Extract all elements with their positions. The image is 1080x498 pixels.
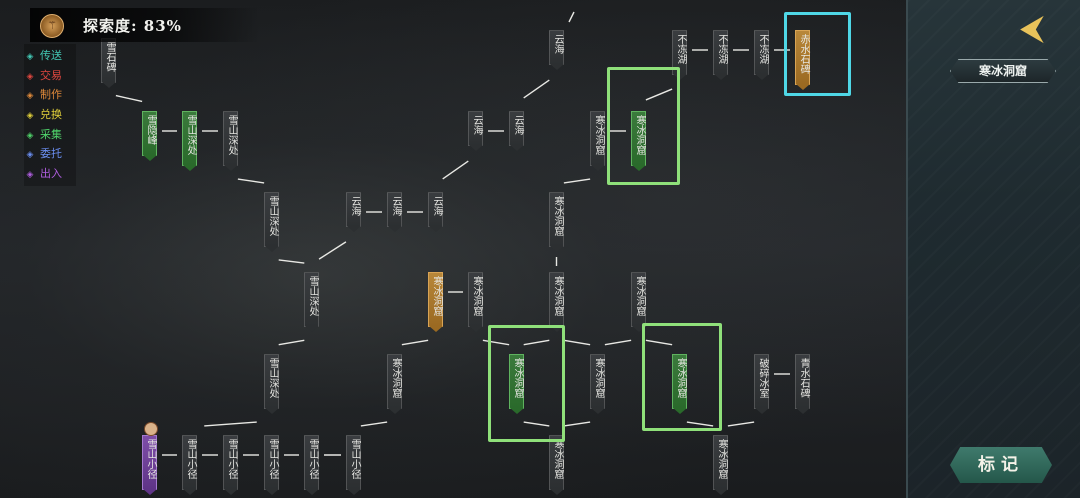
legend-item[interactable]: ◈ 传送	[24, 46, 76, 66]
legend-label: 采集	[40, 127, 62, 141]
map-node[interactable]: 云海	[509, 111, 524, 151]
legend-item[interactable]: ◈ 交易	[24, 66, 76, 86]
map-node[interactable]: 雪山深处	[223, 111, 238, 171]
map-node[interactable]: 寒冰洞窟	[590, 354, 605, 414]
map-view[interactable]: 雪石碑雪隐峰雪山深处雪山深处雪山深处云海云海云海雪山深处雪山深处雪山小径雪山小径…	[0, 0, 906, 498]
legend-diamond-icon: ◈	[26, 91, 34, 102]
legend-item[interactable]: ◈ 采集	[24, 125, 76, 145]
header-bar	[30, 8, 260, 42]
path-line	[563, 178, 591, 184]
map-node[interactable]: 寒冰洞窟	[509, 354, 524, 414]
map-node[interactable]: 寒冰洞窟	[590, 111, 605, 171]
map-node[interactable]: 寒冰洞窟	[713, 435, 728, 495]
legend-diamond-icon: ◈	[26, 130, 34, 141]
legend-diamond-icon: ◈	[26, 52, 34, 62]
highlight-frame	[642, 323, 722, 431]
legend-diamond-icon: ◈	[26, 170, 34, 181]
legend-label: 兑换	[40, 108, 62, 122]
legend-diamond-icon: ◈	[26, 111, 34, 122]
path-line	[237, 178, 265, 184]
path-line	[401, 339, 429, 346]
path-line	[360, 421, 388, 427]
path-line	[727, 421, 755, 427]
path-line	[523, 421, 550, 427]
back-button[interactable]: ⮜	[1019, 8, 1045, 48]
map-node[interactable]: 寒冰洞窟	[549, 272, 564, 332]
map-node[interactable]: 寒冰洞窟	[428, 272, 443, 332]
map-node[interactable]: 雪山小径	[182, 435, 197, 495]
exploration-progress: 探索度: 83%	[83, 17, 182, 35]
path-line	[604, 339, 632, 346]
map-node[interactable]: 寒冰洞窟	[549, 435, 564, 495]
map-node[interactable]: 雪山小径	[223, 435, 238, 495]
map-node[interactable]: 雪山小径	[346, 435, 361, 495]
map-node[interactable]: 雪山深处	[182, 111, 197, 171]
legend-label: 交易	[40, 68, 62, 82]
path-line	[442, 160, 469, 180]
map-node[interactable]: 云海	[428, 192, 443, 232]
map-connections	[115, 11, 790, 456]
location-name-plate: 寒冰洞窟	[950, 59, 1056, 83]
map-node[interactable]: 寒冰洞窟	[631, 111, 646, 171]
compass-icon[interactable]: ⚚	[40, 14, 64, 38]
map-node[interactable]: 寒冰洞窟	[672, 354, 687, 414]
map-node[interactable]: 雪山深处	[264, 354, 279, 414]
legend-label: 委托	[40, 147, 62, 161]
path-line	[204, 421, 257, 427]
path-line	[645, 339, 673, 346]
map-node[interactable]: 破碎冰室	[754, 354, 769, 414]
mark-button[interactable]: 标记	[950, 447, 1052, 483]
highlight-frame	[784, 12, 851, 96]
map-node[interactable]: 雪山小径	[264, 435, 279, 495]
highlight-frame	[607, 67, 680, 185]
path-line	[523, 339, 550, 346]
legend-label: 传送	[40, 49, 62, 62]
player-avatar-icon	[144, 422, 158, 436]
legend-label: 制作	[40, 88, 62, 102]
map-node[interactable]: 雪山小径	[142, 435, 157, 495]
path-line	[318, 241, 347, 260]
path-line	[568, 11, 575, 23]
legend-diamond-icon: ◈	[26, 150, 34, 161]
map-node[interactable]: 青水石碑	[795, 354, 810, 414]
path-line	[563, 421, 591, 427]
side-panel	[906, 0, 1080, 498]
map-node[interactable]: 云海	[387, 192, 402, 232]
map-node[interactable]: 云海	[468, 111, 483, 151]
map-node[interactable]: 云海	[549, 30, 564, 70]
map-node[interactable]: 寒冰洞窟	[387, 354, 402, 414]
map-node[interactable]: 雪隐峰	[142, 111, 157, 161]
map-node[interactable]: 寒冰洞窟	[549, 192, 564, 252]
path-line	[563, 339, 591, 346]
legend-item[interactable]: ◈ 委托	[24, 144, 76, 164]
legend-item[interactable]: ◈ 出入	[24, 164, 76, 184]
path-line	[523, 79, 550, 99]
highlight-frame	[488, 325, 565, 442]
path-line	[278, 339, 305, 346]
path-line	[115, 94, 143, 103]
map-node[interactable]: 不冻湖	[713, 30, 728, 80]
path-line	[686, 421, 714, 427]
legend-diamond-icon: ◈	[26, 71, 34, 82]
path-line	[278, 259, 305, 264]
map-node[interactable]: 云海	[346, 192, 361, 232]
map-node[interactable]: 赤水石碑	[795, 30, 810, 90]
map-node[interactable]: 雪石碑	[101, 38, 116, 88]
map-node[interactable]: 雪山深处	[304, 272, 319, 332]
map-node[interactable]: 雪山深处	[264, 192, 279, 252]
legend-label: 出入	[40, 167, 62, 181]
map-node[interactable]: 寒冰洞窟	[631, 272, 646, 332]
map-node[interactable]: 不冻湖	[754, 30, 769, 80]
path-line	[482, 339, 510, 346]
map-legend: ◈ 传送 ◈ 交易 ◈ 制作 ◈ 兑换 ◈ 采集 ◈ 委托 ◈ 出入	[24, 44, 76, 186]
legend-item[interactable]: ◈ 制作	[24, 85, 76, 105]
map-node[interactable]: 雪山小径	[304, 435, 319, 495]
path-line	[645, 88, 673, 101]
panel-pattern	[908, 0, 1080, 498]
legend-item[interactable]: ◈ 兑换	[24, 105, 76, 125]
map-node[interactable]: 寒冰洞窟	[468, 272, 483, 332]
